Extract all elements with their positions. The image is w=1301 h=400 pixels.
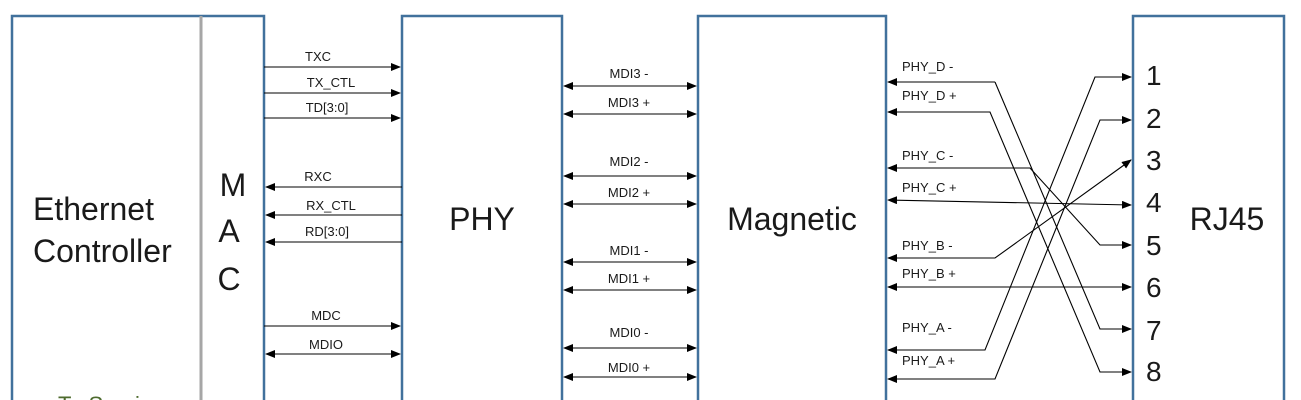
phy-b-neg-label: PHY_B - (902, 238, 953, 253)
rj45-pin-2: 2 (1146, 103, 1162, 134)
rj45-label: RJ45 (1190, 201, 1265, 237)
magnetic-rj45-wiring: PHY_D - PHY_D + PHY_C - PHY_C + PHY_B - … (887, 59, 1132, 383)
phy-a-neg-label: PHY_A - (902, 320, 952, 335)
controller-partial-label: Tx Spori (58, 392, 140, 400)
rj45-pin-3: 3 (1146, 145, 1162, 176)
rj45-pin-1: 1 (1146, 60, 1162, 91)
rd-label: RD[3:0] (305, 224, 349, 239)
rx-ctl-label: RX_CTL (306, 198, 356, 213)
ethernet-controller-block (10, 14, 266, 400)
phy-label: PHY (449, 201, 515, 237)
mdi0-pos-label: MDI0 + (608, 360, 650, 375)
phy-a-pos-wire (887, 116, 1132, 383)
td-label: TD[3:0] (306, 100, 349, 115)
rj45-pin-8: 8 (1146, 356, 1162, 387)
phy-c-pos-label: PHY_C + (902, 180, 957, 195)
mac-phy-signals: TXC TX_CTL TD[3:0] RXC RX_CTL RD[3:0] MD… (264, 49, 402, 358)
rj45-pin-4: 4 (1146, 187, 1162, 218)
mdi3-pos-label: MDI3 + (608, 95, 650, 110)
phy-block (400, 14, 564, 400)
mac-letter-a: A (218, 213, 240, 249)
mdio-label: MDIO (309, 337, 343, 352)
phy-c-neg-label: PHY_C - (902, 148, 953, 163)
rj45-block (1131, 14, 1286, 400)
rj45-pin-7: 7 (1146, 315, 1162, 346)
phy-c-pos-wire (887, 196, 1132, 209)
tx-ctl-label: TX_CTL (307, 75, 355, 90)
mdc-label: MDC (311, 308, 341, 323)
rj45-pin-6: 6 (1146, 272, 1162, 303)
phy-b-pos-label: PHY_B + (902, 266, 956, 281)
mac-letter-c: C (217, 261, 240, 297)
phy-a-neg-wire (887, 73, 1132, 354)
mdi2-pos-label: MDI2 + (608, 185, 650, 200)
phy-d-neg-wire (994, 81, 1132, 333)
phy-d-neg-label: PHY_D - (902, 59, 953, 74)
magnetic-label: Magnetic (727, 201, 857, 237)
mdi0-neg-label: MDI0 - (610, 325, 649, 340)
mac-letter-m: M (220, 167, 247, 203)
phy-a-pos-label: PHY_A + (902, 353, 955, 368)
magnetic-block (696, 14, 888, 400)
mdi2-neg-label: MDI2 - (610, 154, 649, 169)
rj45-pin-5: 5 (1146, 230, 1162, 261)
controller-label-line2: Controller (33, 233, 172, 269)
phy-magnetic-signals: MDI3 - MDI3 + MDI2 - MDI2 + MDI1 - MDI1 … (563, 66, 697, 381)
mdi1-pos-label: MDI1 + (608, 271, 650, 286)
mdi1-neg-label: MDI1 - (610, 243, 649, 258)
mdi3-neg-label: MDI3 - (610, 66, 649, 81)
txc-label: TXC (305, 49, 331, 64)
rxc-label: RXC (304, 169, 331, 184)
rj45-pins: 1 2 3 4 5 6 7 8 (1146, 60, 1162, 387)
controller-label-line1: Ethernet (33, 191, 154, 227)
phy-d-pos-label: PHY_D + (902, 88, 957, 103)
